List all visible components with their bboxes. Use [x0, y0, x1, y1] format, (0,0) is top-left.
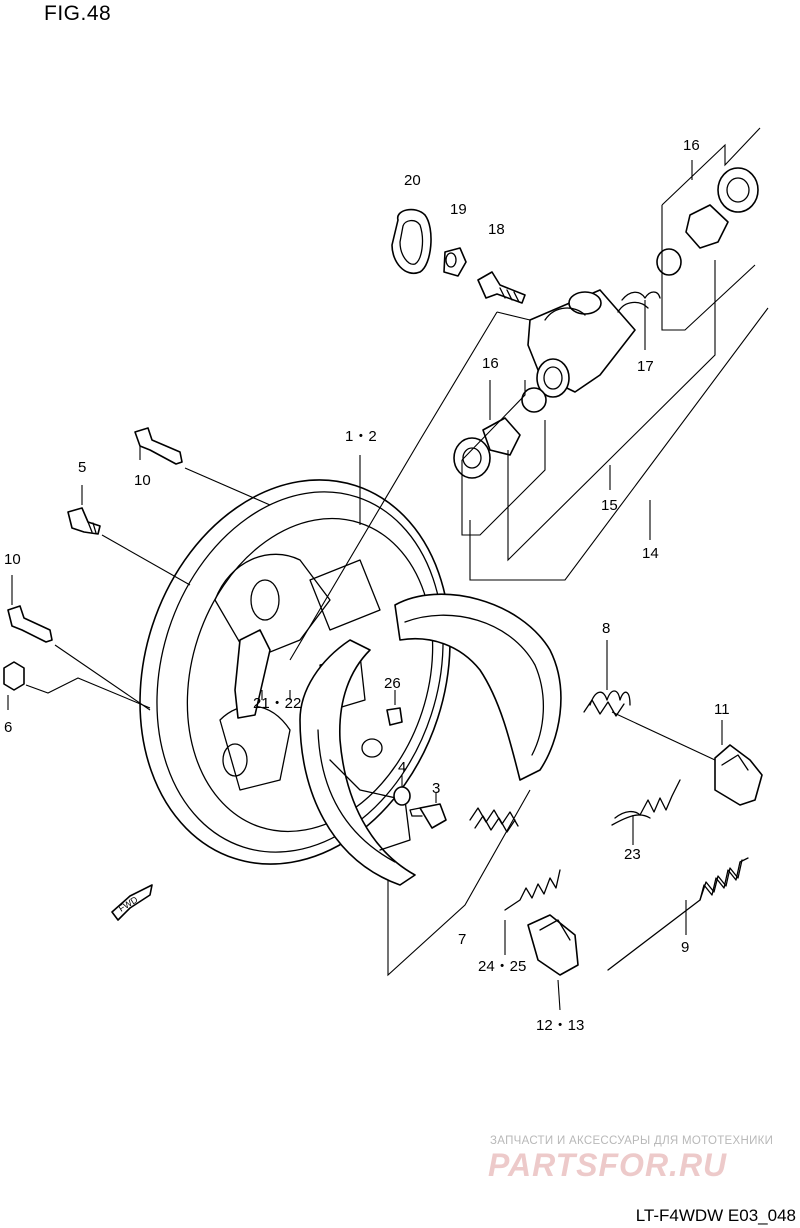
washer-4[interactable]	[393, 786, 411, 806]
spring-8[interactable]	[583, 690, 631, 717]
callout-10-upper: 10	[134, 472, 151, 489]
callout-21-22: 21・22	[253, 695, 301, 712]
callout-19: 19	[450, 201, 467, 218]
watermark-tagline: ЗАПЧАСТИ И АКСЕССУАРЫ ДЛЯ МОТОТЕХНИКИ	[490, 1135, 774, 1147]
spring-24-25[interactable]	[504, 869, 561, 911]
svg-text:PARTSFOR.RU: PARTSFOR.RU	[488, 1147, 727, 1183]
callout-18: 18	[488, 221, 505, 238]
brake-shoe-set[interactable]	[299, 593, 562, 886]
bolt-10-upper[interactable]	[134, 427, 183, 465]
callout-7: 7	[458, 931, 466, 948]
bolt-10-lower[interactable]	[7, 605, 53, 643]
piston-seal-kit-lower[interactable]	[453, 387, 547, 479]
callout-17: 17	[637, 358, 654, 375]
callout-24-25: 24・25	[478, 958, 526, 975]
callout-20: 20	[404, 172, 421, 189]
piston-seal-kit-upper[interactable]	[617, 167, 759, 313]
callout-5: 5	[78, 459, 86, 476]
callout-26: 26	[384, 675, 401, 692]
brake-panel-assembly[interactable]	[92, 439, 498, 905]
bleeder-bolt[interactable]	[477, 271, 526, 304]
spring-7-upper[interactable]	[469, 807, 519, 833]
callout-12-13: 12・13	[536, 1017, 584, 1034]
callout-14: 14	[642, 545, 659, 562]
callout-9: 9	[681, 939, 689, 956]
nut-6[interactable]	[3, 661, 25, 691]
callout-16-upper: 16	[683, 137, 700, 154]
bleeder-cap[interactable]	[391, 208, 432, 275]
adjuster-12-13[interactable]	[527, 914, 579, 976]
pin-3[interactable]	[409, 803, 447, 829]
callout-6: 6	[4, 719, 12, 736]
wheel-cylinder[interactable]	[527, 289, 636, 398]
adjuster-11[interactable]	[714, 744, 763, 806]
fwd-arrow-icon: FWD	[111, 884, 153, 921]
callout-15: 15	[601, 497, 618, 514]
bolt-5[interactable]	[67, 507, 101, 535]
watermark-logo: PARTSFOR.RU	[488, 1147, 727, 1183]
bleeder-screw[interactable]	[443, 247, 467, 277]
callout-11: 11	[714, 701, 730, 718]
callout-10-lower: 10	[4, 551, 21, 568]
callout-4: 4	[398, 759, 406, 776]
callout-1-2: 1・2	[345, 428, 377, 445]
figure-title: FIG.48	[44, 2, 112, 25]
callout-16-lower: 16	[482, 355, 499, 372]
lever-21-22[interactable]	[234, 629, 271, 719]
figure-code: LT-F4WDW E03_048	[635, 1206, 796, 1225]
callout-8: 8	[602, 620, 610, 637]
pin-26[interactable]	[386, 707, 403, 726]
callout-3: 3	[432, 780, 440, 797]
callout-23: 23	[624, 846, 641, 863]
spring-9[interactable]	[607, 857, 749, 971]
spring-23[interactable]	[611, 779, 681, 826]
